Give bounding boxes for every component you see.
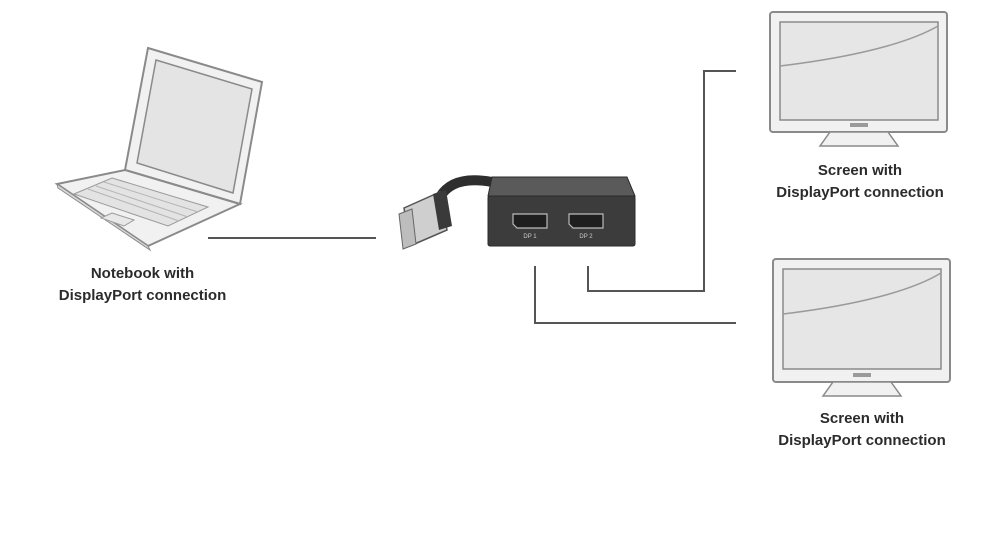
- screen-2-caption-line1: Screen with: [819, 410, 905, 427]
- monitor-icon: [772, 258, 951, 397]
- notebook-caption-line1: Notebook with: [90, 265, 195, 282]
- screen-2-caption: Screen with DisplayPort connection: [752, 408, 972, 452]
- screen-2-caption-line2: DisplayPort connection: [778, 432, 946, 449]
- port1-to-screen2-line: [534, 266, 736, 324]
- port-dp2: DP 2: [568, 213, 604, 240]
- port2-to-screen1-line: [587, 70, 736, 292]
- screen-1-caption-line2: DisplayPort connection: [776, 184, 944, 201]
- port-dp2-label: DP 2: [579, 234, 593, 240]
- port-dp1-label: DP 1: [523, 234, 537, 240]
- connection-lines: [208, 70, 736, 324]
- monitor-icon: [769, 11, 948, 147]
- screen-1-caption: Screen with DisplayPort connection: [750, 160, 970, 204]
- displayport-plug: [398, 190, 452, 250]
- port-dp1: DP 1: [512, 213, 548, 240]
- displayport-adapter: DP 1 DP 2: [398, 175, 636, 250]
- notebook-caption-line2: DisplayPort connection: [58, 287, 227, 304]
- notebook-icon: [54, 46, 264, 252]
- notebook-caption: Notebook with DisplayPort connection: [30, 263, 255, 307]
- screen-1-caption-line1: Screen with: [817, 162, 903, 179]
